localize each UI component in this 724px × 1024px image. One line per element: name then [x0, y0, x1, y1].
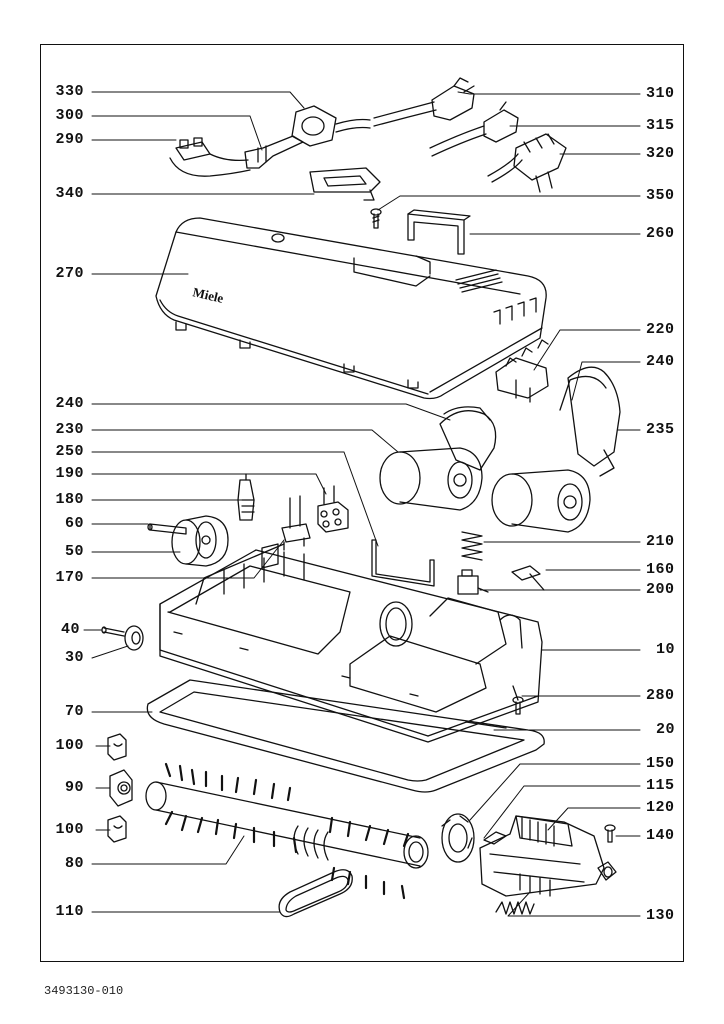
cable-sleeve-300	[244, 135, 304, 169]
contact-block-190	[317, 485, 349, 533]
screw-280	[512, 685, 524, 715]
top-cover-270	[155, 217, 547, 400]
cable-180	[237, 473, 255, 521]
callout-190: 190	[55, 465, 84, 482]
rear-wheel-assembly-235	[491, 366, 621, 533]
screw-350	[370, 208, 382, 229]
screw-140	[604, 824, 616, 843]
bearing-cap-100-top	[107, 733, 127, 761]
callout-350: 350	[646, 187, 675, 204]
clip-260	[407, 209, 471, 255]
callout-260: 260	[646, 225, 675, 242]
rear-wheel-assembly-230	[379, 406, 497, 511]
callout-240-right: 240	[646, 353, 675, 370]
base-housing-10	[159, 543, 543, 743]
callout-90: 90	[64, 779, 84, 796]
callout-310: 310	[646, 85, 675, 102]
mains-plug-310	[373, 77, 475, 127]
callout-40: 40	[60, 621, 80, 638]
callout-230: 230	[55, 421, 84, 438]
callout-235: 235	[646, 421, 675, 438]
callout-250: 250	[55, 443, 84, 460]
callout-115: 115	[646, 777, 675, 794]
plug-connector-290	[169, 137, 251, 177]
brush-roller-80	[145, 762, 429, 900]
callout-340: 340	[55, 185, 84, 202]
callout-290: 290	[55, 131, 84, 148]
wheel-30	[124, 625, 144, 651]
callout-150: 150	[646, 755, 675, 772]
callout-300: 300	[55, 107, 84, 124]
clip-160	[511, 565, 545, 591]
screw-40	[101, 626, 125, 637]
leader-lines	[83, 91, 641, 917]
callout-60: 60	[64, 515, 84, 532]
callout-130: 130	[646, 907, 675, 924]
callout-30: 30	[64, 649, 84, 666]
cable-holder-340	[309, 167, 381, 201]
terminal-block-170	[281, 495, 311, 551]
callout-120: 120	[646, 799, 675, 816]
callout-50: 50	[64, 543, 84, 560]
callout-80: 80	[64, 855, 84, 872]
bracket-250	[371, 539, 435, 587]
euro-plug-320	[487, 133, 567, 193]
callout-160: 160	[646, 561, 675, 578]
callout-280: 280	[646, 687, 675, 704]
callout-100-top: 100	[55, 737, 84, 754]
callout-110: 110	[55, 903, 84, 920]
cable-strain-relief-330	[291, 105, 371, 147]
callout-70: 70	[64, 703, 84, 720]
brand-logo-text: Miele	[191, 284, 225, 306]
callout-170: 170	[55, 569, 84, 586]
callout-210: 210	[646, 533, 675, 550]
bearing-90	[109, 769, 133, 807]
callout-270: 270	[55, 265, 84, 282]
callout-330: 330	[55, 83, 84, 100]
wheel-50	[171, 515, 229, 567]
callout-180: 180	[55, 491, 84, 508]
callout-200: 200	[646, 581, 675, 598]
pin-60	[147, 523, 187, 535]
motor-120	[479, 815, 617, 897]
mains-plug-315	[429, 101, 519, 157]
drive-belt-110	[278, 869, 353, 918]
motor-bracket-115	[483, 831, 507, 845]
callout-220: 220	[646, 321, 675, 338]
fan-cover-150	[441, 813, 475, 863]
spring-210	[461, 531, 483, 561]
callout-240-left: 240	[55, 395, 84, 412]
switch-holder-220	[495, 339, 549, 403]
callout-315: 315	[646, 117, 675, 134]
callout-10: 10	[656, 641, 676, 658]
callout-100-bottom: 100	[55, 821, 84, 838]
callout-20: 20	[656, 721, 676, 738]
document-number: 3493130-010	[44, 984, 124, 998]
bearing-cap-100-bottom	[107, 815, 127, 843]
callout-320: 320	[646, 145, 675, 162]
bottom-plate-70	[146, 679, 545, 793]
callout-140: 140	[646, 827, 675, 844]
diagram-frame	[40, 44, 684, 962]
